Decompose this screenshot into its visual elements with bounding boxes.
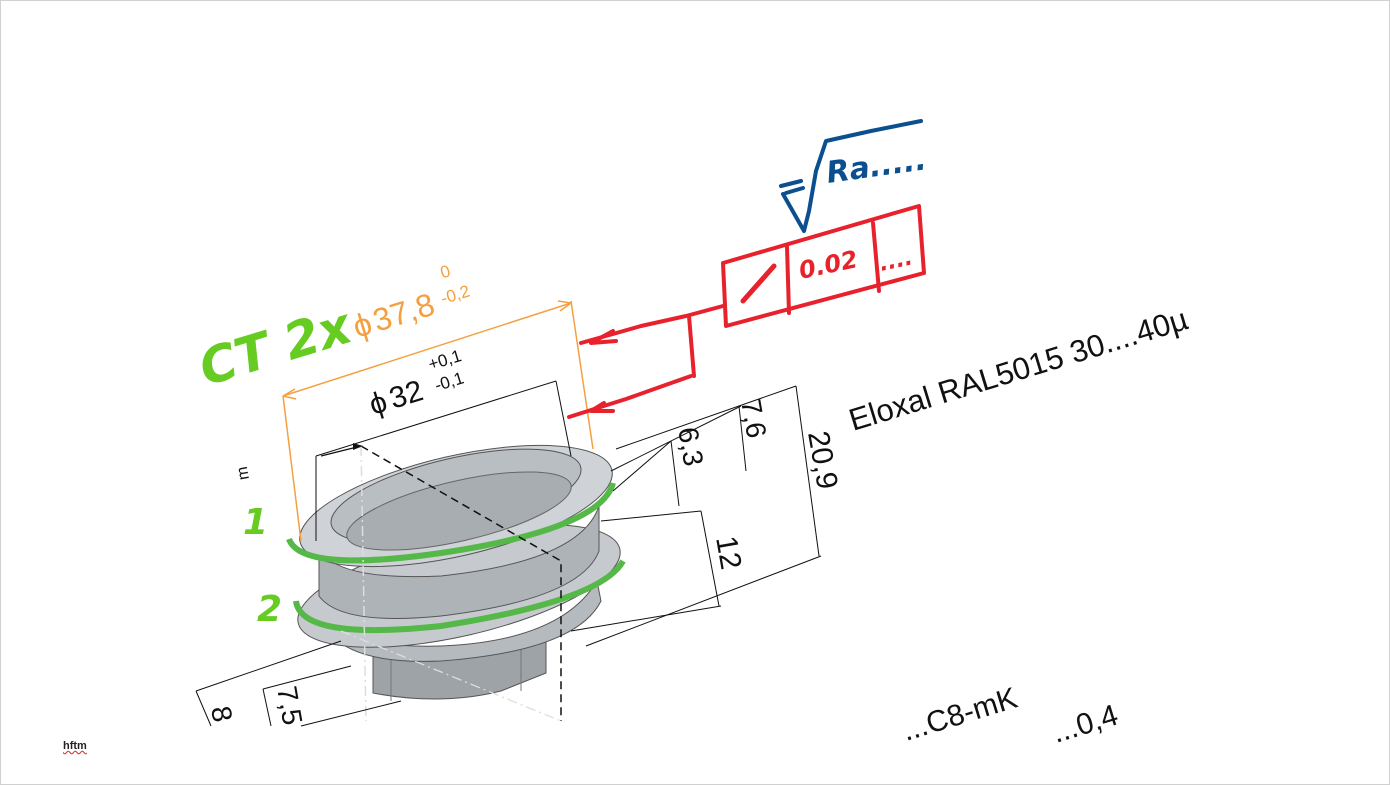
- tolerance-extra: ....: [877, 245, 915, 276]
- stripe-label-2: 2: [257, 589, 282, 630]
- dim-8: 8: [205, 704, 238, 725]
- part-3d-model: [286, 443, 626, 722]
- ct-label-group: CT 2x: [193, 296, 360, 397]
- inner-diameter-tol-lower: -0,1: [432, 368, 466, 395]
- inner-diameter-value: 32: [385, 374, 427, 415]
- dim-20-9: 20,9: [801, 428, 844, 491]
- outer-diameter-tol-upper: 0: [438, 261, 453, 282]
- outer-diameter-value: 37,8: [369, 286, 439, 339]
- roughness-annotation: [779, 119, 923, 233]
- tolerance-value: 0.02: [796, 245, 860, 285]
- stripe-label-1: 1: [243, 502, 268, 543]
- stripe-2: [293, 559, 626, 634]
- outer-diameter-annotation: [282, 300, 594, 542]
- roughness-label: Ra.....: [824, 142, 928, 191]
- dim-6-3: 6,3: [672, 425, 709, 469]
- stripe-1: [286, 482, 616, 564]
- dimension-lines: [195, 380, 822, 727]
- red-tolerance-annotation: [567, 204, 926, 419]
- dim-12: 12: [709, 533, 747, 572]
- surface-bottom-2: ...0,4: [1048, 699, 1121, 750]
- outer-diameter-tol-lower: -0,2: [439, 281, 473, 308]
- dim-7-5: 7,5: [271, 684, 308, 728]
- surface-bottom: ...C8-mK: [898, 682, 1021, 748]
- footer-logo: hftm: [63, 740, 87, 752]
- small-mark: m: [234, 465, 253, 481]
- ct-label: CT 2x: [193, 296, 360, 397]
- dim-7-6: 7,6: [735, 397, 772, 441]
- surface-note: Eloxal RAL5015 30....40µ: [845, 301, 1192, 437]
